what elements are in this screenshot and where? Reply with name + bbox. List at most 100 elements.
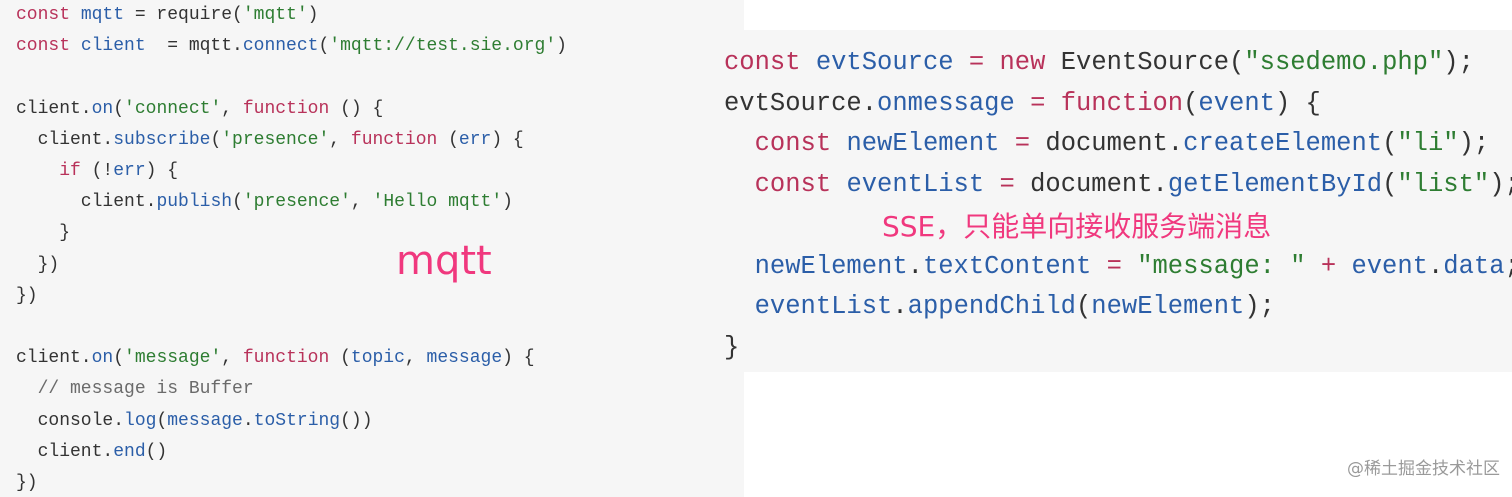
code-token: }) <box>16 473 38 494</box>
code-token: toString <box>253 410 341 431</box>
code-token: 'connect' <box>124 98 222 119</box>
code-token: = <box>1014 88 1061 118</box>
code-line <box>16 312 567 343</box>
code-line: client.subscribe('presence', function (e… <box>16 125 567 156</box>
code-token: ( <box>437 129 459 150</box>
code-line: client.on('message', function (topic, me… <box>16 343 567 374</box>
code-token: ( <box>1382 129 1398 159</box>
code-token: event <box>1351 251 1428 281</box>
code-line: }) <box>16 281 567 312</box>
code-token: 'presence' <box>242 192 351 213</box>
code-token: const <box>724 48 816 77</box>
code-token: mqtt <box>80 5 125 25</box>
code-token: ( <box>329 348 351 369</box>
code-token: client. <box>16 441 114 462</box>
code-token: message <box>426 348 503 369</box>
sse-code-block: const evtSource = new EventSource("ssede… <box>724 43 1512 369</box>
code-token: 'Hello mqtt' <box>372 192 503 213</box>
code-token: . <box>907 251 923 281</box>
code-token: "li" <box>1397 129 1459 159</box>
code-token: newElement <box>846 129 1000 159</box>
code-token: ); <box>1489 170 1512 200</box>
code-token: ) { <box>145 161 179 182</box>
code-token: topic <box>350 348 405 369</box>
code-token: document. <box>1045 129 1184 159</box>
code-line: newElement.textContent = "message: " + e… <box>724 247 1512 288</box>
code-token: "message: " <box>1137 251 1306 281</box>
code-token: function <box>350 129 438 150</box>
code-line: const newElement = document.createElemen… <box>724 124 1512 165</box>
code-token: ( <box>232 192 243 213</box>
code-token: const <box>754 129 847 159</box>
code-token: function <box>1060 88 1184 118</box>
code-token: EventSource( <box>1045 48 1245 77</box>
code-token: ( <box>156 410 168 431</box>
code-token <box>724 170 755 199</box>
code-token: ( <box>210 129 222 150</box>
code-line: client.on('connect', function () { <box>16 94 567 125</box>
code-token: onmessage <box>877 88 1015 118</box>
code-token: = <box>999 129 1046 159</box>
code-token <box>16 161 59 181</box>
code-token: end <box>113 441 146 462</box>
code-token: }) <box>16 254 60 275</box>
code-token: console. <box>16 410 125 431</box>
code-token: . <box>892 292 908 322</box>
code-token: log <box>124 410 157 431</box>
sse-annotation-label: SSE，只能单向接收服务端消息 <box>882 210 1272 243</box>
code-token: ) <box>502 192 513 213</box>
mqtt-code-panel <box>0 0 744 497</box>
code-token: client. <box>16 98 92 119</box>
code-line: } <box>16 218 567 249</box>
code-token: const <box>16 5 81 25</box>
code-token: ( <box>1183 88 1199 118</box>
code-token: } <box>16 223 71 244</box>
code-token: () <box>145 441 168 462</box>
code-token: () { <box>329 98 384 119</box>
code-line: // message is Buffer <box>16 374 567 405</box>
code-line: }) <box>16 250 567 281</box>
code-token: on <box>91 348 114 369</box>
code-token: data <box>1443 251 1505 281</box>
code-token: ( <box>1382 170 1398 200</box>
code-line: client.publish('presence', 'Hello mqtt') <box>16 187 567 218</box>
code-token: message <box>167 410 243 431</box>
code-token: subscribe <box>113 129 211 150</box>
code-token: "list" <box>1397 170 1490 200</box>
code-token: ( <box>113 98 125 119</box>
code-token: } <box>724 332 740 362</box>
code-token: = mqtt. <box>145 36 243 57</box>
code-token: err <box>113 161 146 182</box>
code-line: const client = mqtt.connect('mqtt://test… <box>16 31 567 62</box>
code-token: textContent <box>922 251 1092 281</box>
code-line <box>16 62 567 93</box>
code-token: ); <box>1443 48 1474 77</box>
code-token: 'mqtt' <box>242 5 308 25</box>
code-token: eventList <box>846 170 985 200</box>
code-token: appendChild <box>907 292 1076 322</box>
code-token: ( <box>113 348 125 369</box>
code-line: if (!err) { <box>16 156 567 187</box>
code-token: ) { <box>1274 88 1321 118</box>
code-token: = <box>953 48 1000 77</box>
code-token: event <box>1198 88 1275 118</box>
code-token: 'presence' <box>221 129 330 150</box>
code-line: const eventList = document.getElementByI… <box>724 165 1512 206</box>
code-token: document. <box>1030 170 1168 200</box>
code-line: } <box>724 328 1512 369</box>
code-token: 'mqtt://test.sie.org' <box>329 36 557 57</box>
code-token: publish <box>156 192 233 213</box>
code-token: (! <box>80 161 114 182</box>
code-token: ()) <box>340 410 373 431</box>
code-token: ) <box>556 36 567 57</box>
code-line: console.log(message.toString()) <box>16 406 567 437</box>
code-line: }) <box>16 468 567 497</box>
code-token: client. <box>16 348 92 369</box>
code-token: "ssedemo.php" <box>1244 48 1444 77</box>
code-token: connect <box>242 36 319 57</box>
code-token: eventList <box>754 292 893 322</box>
code-token <box>724 129 755 158</box>
code-token: , <box>404 348 427 369</box>
code-token: , <box>221 348 243 369</box>
code-token: client. <box>16 192 157 213</box>
